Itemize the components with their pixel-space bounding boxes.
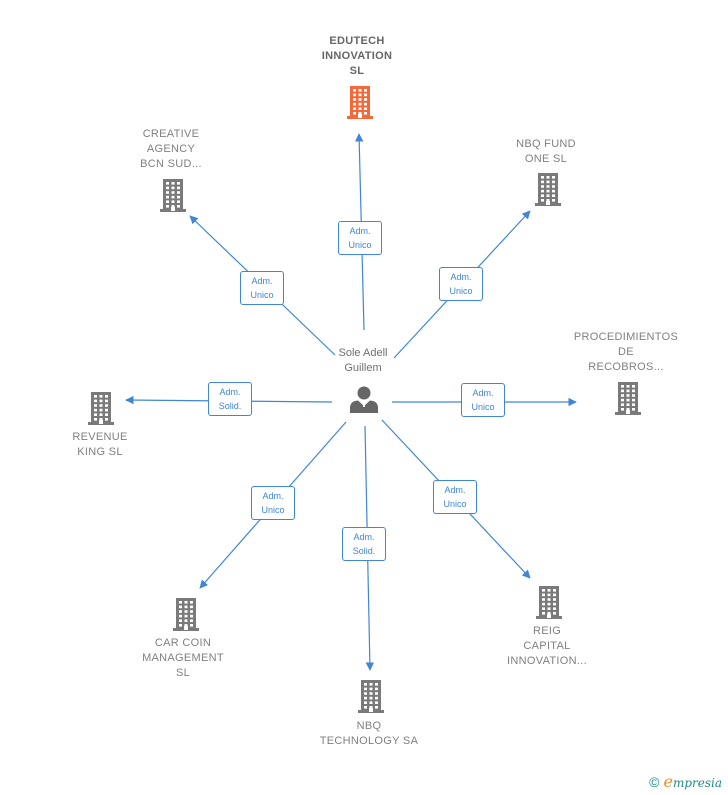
company-node-reig[interactable] [534, 584, 564, 625]
company-label-carcoin[interactable]: CAR COIN MANAGEMENT SL [142, 637, 224, 679]
copyright-icon: © [649, 774, 660, 790]
role-badge-line2: Unico [261, 505, 285, 515]
role-badge-line2: Unico [443, 499, 467, 509]
company-label-creative[interactable]: CREATIVE AGENCY BCN SUD... [140, 128, 202, 170]
person-icon [350, 386, 378, 413]
person-node[interactable] [349, 384, 379, 419]
role-badge-line2: Unico [471, 402, 495, 412]
role-badge-creative[interactable]: Adm. Unico [240, 271, 284, 305]
role-badge-line2: Unico [250, 290, 274, 300]
role-badge-nbqfund[interactable]: Adm. Unico [439, 267, 483, 301]
company-node-edutech[interactable] [345, 84, 375, 125]
role-badge-line2: Solid. [352, 546, 376, 556]
company-label-revenue[interactable]: REVENUE KING SL [72, 431, 128, 458]
role-badge-line1: Adm. [349, 226, 371, 236]
brand-footer[interactable]: ©empresia [649, 772, 722, 791]
building-icon [88, 392, 114, 425]
role-badge-nbqtech[interactable]: Adm. Solid. [342, 527, 386, 561]
building-icon [173, 598, 199, 631]
role-badge-line1: Adm. [472, 388, 494, 398]
role-badge-carcoin[interactable]: Adm. Unico [251, 486, 295, 520]
building-icon [615, 382, 641, 415]
role-badge-line2: Unico [449, 286, 473, 296]
role-badge-line1: Adm. [353, 532, 375, 542]
role-badge-revenue[interactable]: Adm. Solid. [208, 382, 252, 416]
role-badge-line1: Adm. [262, 491, 284, 501]
building-icon [358, 680, 384, 713]
company-label-nbqfund[interactable]: NBQ FUND ONE SL [516, 138, 576, 165]
company-label-reig[interactable]: REIG CAPITAL INNOVATION... [507, 625, 587, 667]
role-badge-line2: Unico [348, 240, 372, 250]
company-node-creative[interactable] [158, 177, 188, 218]
building-icon [535, 173, 561, 206]
company-node-procedimientos[interactable] [613, 380, 643, 421]
role-badge-line2: Solid. [218, 401, 242, 411]
building-icon [347, 86, 373, 119]
brand-logo-text: mpresia [672, 776, 722, 790]
building-icon [536, 586, 562, 619]
role-badge-edutech[interactable]: Adm. Unico [338, 221, 382, 255]
company-node-revenue[interactable] [86, 390, 116, 431]
role-badge-line1: Adm. [251, 276, 273, 286]
company-node-nbqtech[interactable] [356, 678, 386, 719]
role-badge-reig[interactable]: Adm. Unico [433, 480, 477, 514]
building-icon [160, 179, 186, 212]
role-badge-line1: Adm. [450, 272, 472, 282]
company-label-procedimientos[interactable]: PROCEDIMIENTOS DE RECOBROS... [573, 331, 679, 373]
role-badge-line1: Adm. [444, 485, 466, 495]
company-node-nbqfund[interactable] [533, 171, 563, 212]
brand-logo-letter: e [663, 772, 673, 791]
person-name[interactable]: Sole Adell Guillem [338, 347, 388, 374]
company-label-edutech[interactable]: EDUTECH INNOVATION SL [321, 35, 393, 77]
role-badge-procedimientos[interactable]: Adm. Unico [461, 383, 505, 417]
company-label-nbqtech[interactable]: NBQ TECHNOLOGY SA [319, 720, 419, 747]
company-node-carcoin[interactable] [171, 596, 201, 637]
role-badge-line1: Adm. [219, 387, 241, 397]
